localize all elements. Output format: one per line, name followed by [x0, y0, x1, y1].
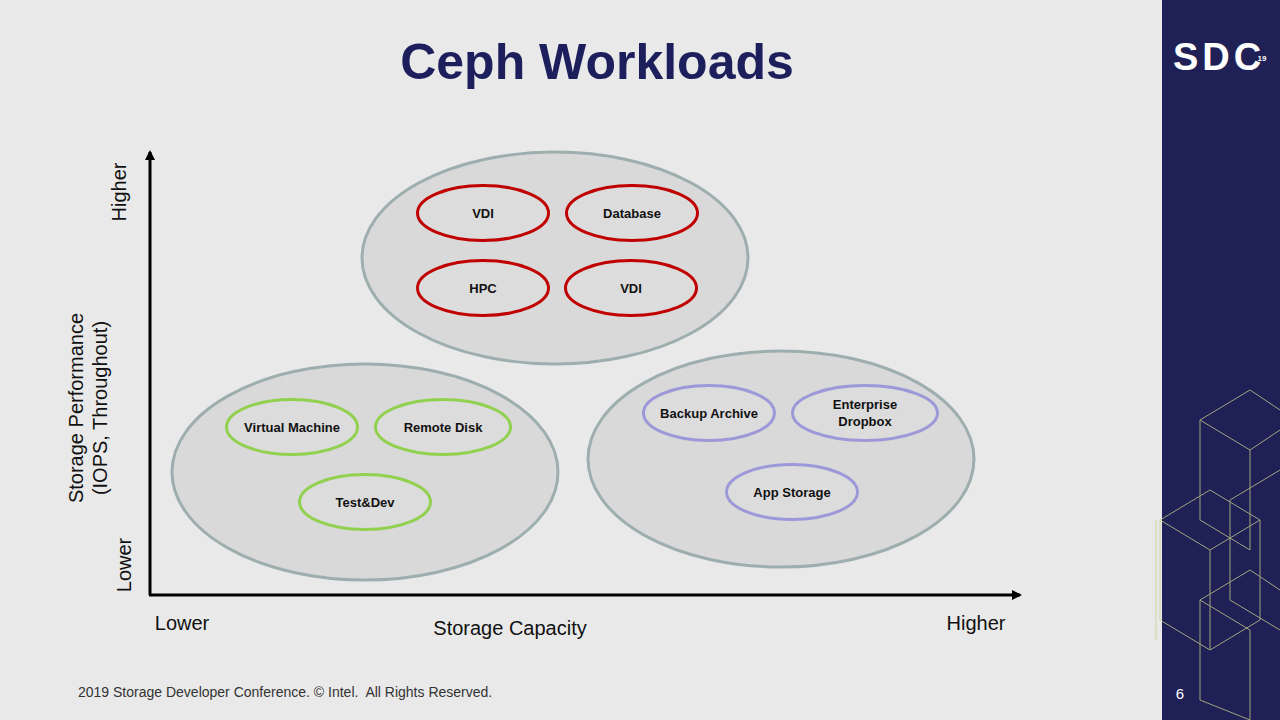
sidebar [1162, 0, 1280, 720]
workload-ellipse: Test&Dev [298, 473, 432, 531]
workload-ellipse: Database [565, 184, 699, 242]
workload-ellipse: VDI [564, 259, 698, 317]
cube-art [1156, 390, 1280, 720]
logo-year: 19 [1258, 54, 1267, 64]
axis-end-label: Lower [155, 611, 209, 635]
footer-note: 2019 Storage Developer Conference. © Int… [78, 684, 492, 701]
workload-ellipse: Virtual Machine [225, 398, 359, 456]
page-number: 6 [1176, 685, 1184, 703]
axis-title: Storage Capacity [433, 616, 586, 640]
workload-name: Enterprise Dropbox [791, 396, 939, 430]
workload-ellipse: Remote Disk [374, 398, 512, 456]
workload-name: Backup Archive [646, 405, 772, 422]
ellipse-outline [791, 384, 939, 442]
workload-ellipse: Enterprise Dropbox [791, 384, 939, 442]
workload-name: Remote Disk [390, 419, 497, 436]
workload-name: VDI [606, 280, 656, 297]
workload-name: Virtual Machine [230, 419, 354, 436]
axis-end-label: Higher [107, 163, 131, 222]
workload-ellipse: Backup Archive [642, 384, 776, 442]
conference-logo: SDC [1173, 34, 1265, 80]
workload-name: VDI [458, 205, 508, 222]
axis-title: Storage Performance (IOPS, Throughout) [64, 306, 112, 511]
workload-name: Database [589, 205, 675, 222]
axis-end-label: Higher [947, 611, 1006, 635]
workload-name: Test&Dev [321, 494, 408, 511]
axis-end-label: Lower [112, 538, 136, 592]
axes [149, 152, 1020, 595]
workload-ellipse: App Storage [725, 463, 859, 521]
group-ellipses [172, 152, 974, 580]
workload-name: HPC [455, 280, 510, 297]
slide-title: Ceph Workloads [400, 33, 794, 91]
workload-ellipse: HPC [416, 259, 550, 317]
workload-name: App Storage [739, 484, 844, 501]
workload-ellipse: VDI [416, 184, 550, 242]
